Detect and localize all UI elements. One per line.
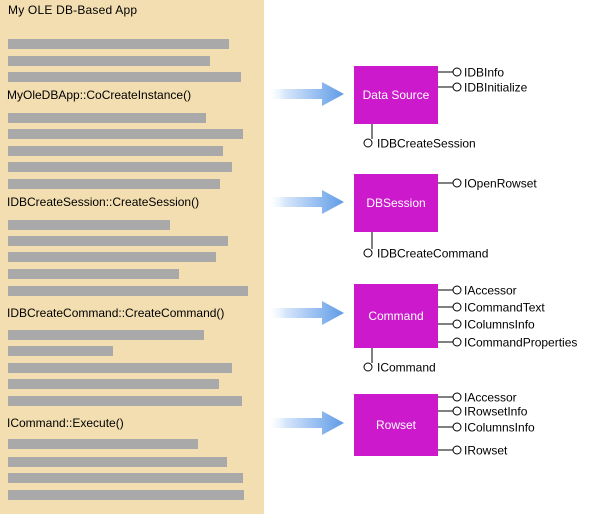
code-line-placeholder [8,286,248,296]
arrow-to-data-source [266,82,344,106]
command-label: Command [368,309,423,323]
data-source-label: Data Source [363,88,430,102]
interface-icommandtext: ICommandText [464,301,545,315]
rowset-box [354,394,438,456]
interface-lollipop-icon [363,138,373,148]
interface-lollipop-icon [452,178,462,188]
code-line-placeholder [8,146,223,156]
call-createcommand: IDBCreateCommand::CreateCommand() [7,306,225,320]
interface-lollipop-icon [452,82,462,92]
dbsession-object: DBSession IOpenRowset IDBCreateCommand [354,174,537,261]
code-line-placeholder [8,56,210,66]
interface-lollipop-icon [363,362,373,372]
interface-idbcreatesession: IDBCreateSession [377,137,476,151]
code-line-placeholder [8,113,206,123]
code-line-placeholder [8,162,232,172]
interface-lollipop-icon [452,302,462,312]
interface-icolumnsinfo: IColumnsInfo [464,421,535,435]
interface-idbinitialize: IDBInitialize [464,81,528,95]
interface-icolumnsinfo: IColumnsInfo [464,318,535,332]
interface-iaccessor: IAccessor [464,391,517,405]
code-line-placeholder [8,129,243,139]
code-line-placeholder [8,236,228,246]
interface-icommand: ICommand [377,361,436,375]
code-line-placeholder [8,490,244,500]
code-line-placeholder [8,439,198,449]
app-title: My OLE DB-Based App [8,3,138,17]
interface-icommandproperties: ICommandProperties [464,336,577,350]
code-line-placeholder [8,72,241,82]
interface-idbcreatecommand: IDBCreateCommand [377,247,488,261]
arrow-to-rowset [266,411,344,435]
interface-irowset: IRowset [464,444,508,458]
call-createsession: IDBCreateSession::CreateSession() [7,195,200,209]
dbsession-label: DBSession [366,196,425,210]
interface-iopenrowset: IOpenRowset [464,177,537,191]
data-source-object: Data Source IDBInfo IDBInitialize IDBCre… [354,66,528,151]
dbsession-box [354,174,438,232]
interface-lollipop-icon [452,422,462,432]
interface-idbinfo: IDBInfo [464,66,504,80]
interface-lollipop-icon [452,392,462,402]
code-line-placeholder [8,220,170,230]
application-panel: My OLE DB-Based App MyOleDBApp::CoCreate… [0,0,264,514]
arrow-to-dbsession [266,190,344,214]
code-line-placeholder [8,346,113,356]
command-box [354,284,438,348]
code-line-placeholder [8,457,227,467]
code-line-placeholder [8,39,229,49]
interface-iaccessor: IAccessor [464,284,517,298]
code-line-placeholder [8,396,242,406]
code-line-placeholder [8,330,204,340]
code-line-placeholder [8,379,219,389]
call-cocreateinstance: MyOleDBApp::CoCreateInstance() [7,88,192,102]
rowset-object: Rowset IAccessor IRowsetInfo IColumnsInf… [354,391,535,458]
code-line-placeholder [8,363,232,373]
interface-lollipop-icon [363,248,373,258]
command-object: Command IAccessor ICommandText IColumnsI… [354,284,577,375]
data-source-box [354,66,438,124]
code-line-placeholder [8,269,179,279]
interface-lollipop-icon [452,67,462,77]
interface-lollipop-icon [452,406,462,416]
interface-lollipop-icon [452,337,462,347]
interface-lollipop-icon [452,319,462,329]
call-arrows [266,82,344,435]
rowset-label: Rowset [376,418,417,432]
code-line-placeholder [8,252,216,262]
call-execute: ICommand::Execute() [7,416,124,430]
code-line-placeholder [8,473,243,483]
arrow-to-command [266,301,344,325]
interface-lollipop-icon [452,445,462,455]
interface-irowsetinfo: IRowsetInfo [464,405,528,419]
interface-lollipop-icon [452,285,462,295]
code-line-placeholder [8,179,220,189]
